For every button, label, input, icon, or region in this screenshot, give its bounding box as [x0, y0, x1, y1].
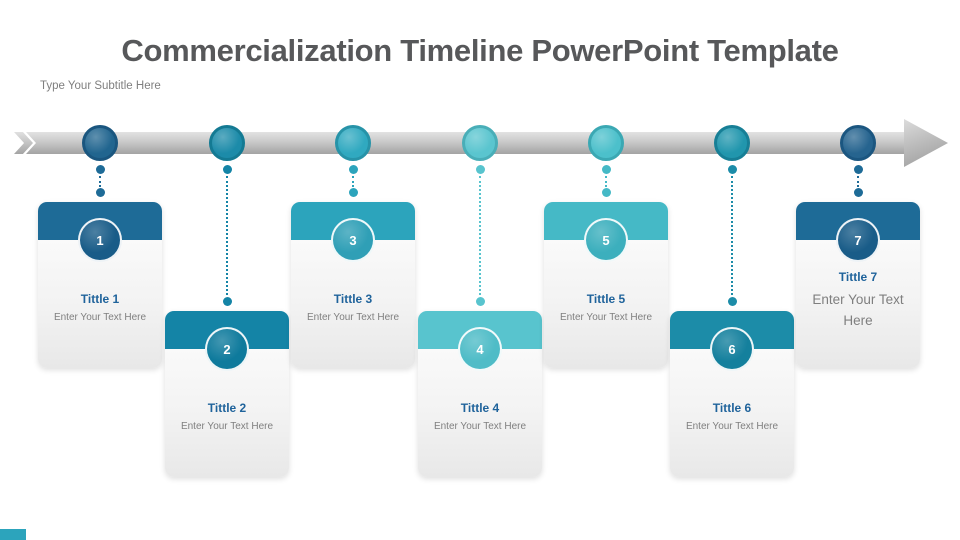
card-body-1[interactable]: Enter Your Text Here: [53, 312, 147, 323]
card-number-badge-5: 5: [584, 218, 628, 262]
connector-dot-bottom-6: [727, 297, 737, 306]
connector-dot-bottom-7: [853, 188, 863, 197]
timeline-card-7[interactable]: 7 Tittle 7 Enter Your Text Here: [796, 202, 920, 368]
card-text-4: Tittle 4 Enter Your Text Here: [423, 401, 537, 433]
timeline-card-1[interactable]: 1 Tittle 1 Enter Your Text Here: [38, 202, 162, 368]
card-text-3: Tittle 3 Enter Your Text Here: [296, 292, 410, 324]
connector-dot-top-7: [853, 165, 863, 174]
timeline-node-5: [588, 125, 624, 161]
card-body-7[interactable]: Enter Your Text Here: [812, 292, 904, 328]
connector-line-4: [479, 176, 481, 295]
card-number-badge-3: 3: [331, 218, 375, 262]
card-text-2: Tittle 2 Enter Your Text Here: [170, 401, 284, 433]
connector-dot-top-3: [348, 165, 358, 174]
timeline-arrow-head: [904, 119, 948, 167]
connector-line-5: [605, 176, 607, 187]
card-title-6[interactable]: Tittle 6: [712, 401, 752, 415]
timeline-card-4[interactable]: 4 Tittle 4 Enter Your Text Here: [418, 311, 542, 477]
connector-line-2: [226, 176, 228, 295]
card-text-7: Tittle 7 Enter Your Text Here: [801, 270, 915, 331]
connector-dot-top-6: [727, 165, 737, 174]
timeline-card-6[interactable]: 6 Tittle 6 Enter Your Text Here: [670, 311, 794, 477]
connector-line-1: [99, 176, 101, 187]
slide-title[interactable]: Commercialization Timeline PowerPoint Te…: [121, 33, 839, 68]
card-number-badge-4: 4: [458, 327, 502, 371]
card-number-badge-2: 2: [205, 327, 249, 371]
card-title-1[interactable]: Tittle 1: [80, 292, 120, 306]
card-body-6[interactable]: Enter Your Text Here: [685, 421, 779, 432]
card-body-3[interactable]: Enter Your Text Here: [306, 312, 400, 323]
connector-dot-bottom-2: [222, 297, 232, 306]
corner-accent-bar: [0, 529, 26, 540]
connector-dot-top-4: [475, 165, 485, 174]
timeline-node-6: [714, 125, 750, 161]
timeline-node-7: [840, 125, 876, 161]
card-body-4[interactable]: Enter Your Text Here: [433, 421, 527, 432]
timeline-card-3[interactable]: 3 Tittle 3 Enter Your Text Here: [291, 202, 415, 368]
connector-line-3: [352, 176, 354, 187]
card-number-badge-7: 7: [836, 218, 880, 262]
slide-subtitle[interactable]: Type Your Subtitle Here: [40, 80, 161, 92]
card-body-2[interactable]: Enter Your Text Here: [180, 421, 274, 432]
connector-dot-bottom-3: [348, 188, 358, 197]
timeline-node-4: [462, 125, 498, 161]
connector-dot-bottom-1: [95, 188, 105, 197]
card-number-badge-6: 6: [710, 327, 754, 371]
connector-dot-top-5: [601, 165, 611, 174]
timeline-node-3: [335, 125, 371, 161]
card-title-3[interactable]: Tittle 3: [333, 292, 373, 306]
card-text-5: Tittle 5 Enter Your Text Here: [549, 292, 663, 324]
timeline-card-5[interactable]: 5 Tittle 5 Enter Your Text Here: [544, 202, 668, 368]
timeline-card-2[interactable]: 2 Tittle 2 Enter Your Text Here: [165, 311, 289, 477]
connector-dot-bottom-4: [475, 297, 485, 306]
connector-dot-top-1: [95, 165, 105, 174]
card-title-5[interactable]: Tittle 5: [586, 292, 626, 306]
connector-dot-bottom-5: [601, 188, 611, 197]
card-number-badge-1: 1: [78, 218, 122, 262]
card-body-5[interactable]: Enter Your Text Here: [559, 312, 653, 323]
card-text-1: Tittle 1 Enter Your Text Here: [43, 292, 157, 324]
card-title-2[interactable]: Tittle 2: [207, 401, 247, 415]
card-title-4[interactable]: Tittle 4: [460, 401, 500, 415]
timeline-node-2: [209, 125, 245, 161]
connector-line-7: [857, 176, 859, 187]
timeline-node-1: [82, 125, 118, 161]
connector-dot-top-2: [222, 165, 232, 174]
card-title-7[interactable]: Tittle 7: [838, 270, 878, 284]
card-text-6: Tittle 6 Enter Your Text Here: [675, 401, 789, 433]
connector-line-6: [731, 176, 733, 295]
